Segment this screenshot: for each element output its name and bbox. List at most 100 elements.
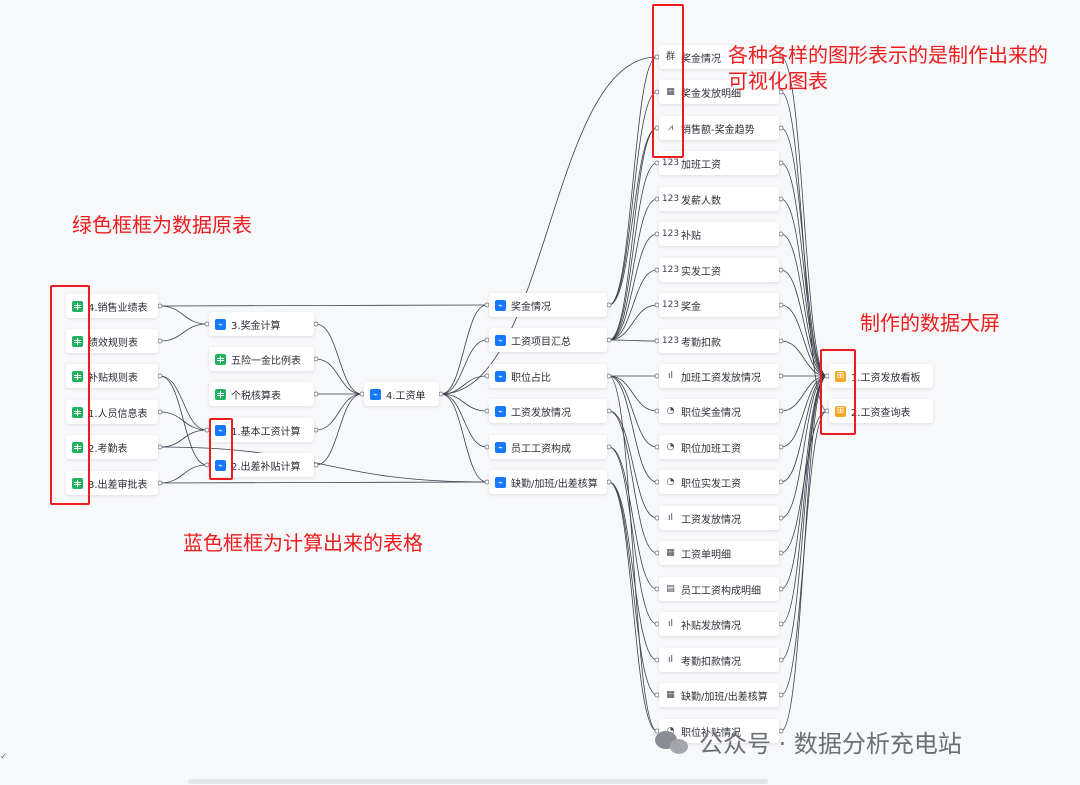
connector-port[interactable]: [313, 321, 319, 327]
connector-port[interactable]: [778, 302, 784, 308]
derived-table-node[interactable]: ⌁工资发放情况: [489, 399, 607, 423]
connector-port[interactable]: [313, 462, 319, 468]
connector-port[interactable]: [778, 444, 784, 450]
source-table-node[interactable]: 4.销售业绩表: [66, 294, 158, 318]
node-label: 补贴规则表: [88, 372, 138, 384]
derived-table-node[interactable]: ⌁工资项目汇总: [489, 328, 607, 352]
connector-port[interactable]: [606, 444, 612, 450]
connector-port[interactable]: [778, 550, 784, 556]
chart-node[interactable]: ⩘销售额-奖金趋势: [659, 116, 779, 140]
connector-port[interactable]: [778, 586, 784, 592]
node-label: 工资发放情况: [681, 514, 741, 526]
connector-port[interactable]: [778, 621, 784, 627]
connector-port[interactable]: [606, 337, 612, 343]
connector-port[interactable]: [778, 231, 784, 237]
connector-port[interactable]: [778, 160, 784, 166]
connector-port[interactable]: [778, 125, 784, 131]
dashboard-node[interactable]: ⊞2.工资查询表: [829, 399, 933, 423]
node-label: 4.工资单: [386, 390, 426, 402]
lineage-link: [608, 304, 658, 341]
chart-node[interactable]: ▤员工工资构成明细: [659, 577, 779, 601]
calc-table-node[interactable]: ⌁1.基本工资计算: [209, 418, 314, 442]
chart-type-icon: 123: [661, 193, 680, 204]
connector-port[interactable]: [778, 657, 784, 663]
chart-node[interactable]: ◔职位奖金情况: [659, 399, 779, 423]
table-icon: [72, 335, 83, 347]
calc-table-node[interactable]: ⌁3.奖金计算: [209, 312, 314, 336]
connector-port[interactable]: [778, 373, 784, 379]
connector-port[interactable]: [157, 373, 163, 379]
derived-table-node[interactable]: ⌁职位占比: [489, 364, 607, 388]
connector-port[interactable]: [778, 54, 784, 60]
chart-type-icon: ıl: [667, 370, 673, 381]
connector-port[interactable]: [778, 728, 784, 734]
connector-port[interactable]: [778, 692, 784, 698]
chart-node[interactable]: ▦缺勤/加班/出差核算: [659, 683, 779, 707]
source-table-node[interactable]: 个税核算表: [209, 382, 314, 406]
chart-node[interactable]: ▦奖金发放明细: [659, 80, 779, 104]
connector-port[interactable]: [778, 479, 784, 485]
source-table-node[interactable]: 绩效规则表: [66, 329, 158, 353]
connector-port[interactable]: [778, 89, 784, 95]
connector-port[interactable]: [157, 480, 163, 486]
connector-port[interactable]: [313, 427, 319, 433]
lineage-link: [780, 127, 828, 377]
lineage-link: [780, 56, 828, 377]
chart-node[interactable]: ▦工资单明细: [659, 541, 779, 565]
lineage-link: [608, 198, 658, 341]
connector-port[interactable]: [157, 444, 163, 450]
connector-port[interactable]: [778, 338, 784, 344]
chart-node[interactable]: ◔职位实发工资: [659, 470, 779, 494]
node-label: 2.考勤表: [88, 443, 128, 455]
connector-port[interactable]: [157, 338, 163, 344]
chart-node[interactable]: ◔职位加班工资: [659, 435, 779, 459]
connector-port[interactable]: [778, 408, 784, 414]
source-table-node[interactable]: 五险一金比例表: [209, 347, 314, 371]
derived-table-node[interactable]: ⌁缺勤/加班/出差核算: [489, 470, 607, 494]
connector-port[interactable]: [313, 391, 319, 397]
connector-port[interactable]: [157, 303, 163, 309]
dashboards-highlight: [820, 349, 856, 435]
node-label: 奖金: [681, 301, 701, 313]
horizontal-scrollbar[interactable]: [188, 779, 768, 784]
node-label: 职位补贴情况: [681, 727, 741, 739]
connector-port[interactable]: [778, 515, 784, 521]
connector-port[interactable]: [313, 356, 319, 362]
connector-port[interactable]: [606, 479, 612, 485]
payroll-node[interactable]: ⌁4.工资单: [364, 382, 439, 406]
connector-port[interactable]: [606, 302, 612, 308]
table-icon: [72, 441, 83, 453]
source-table-node[interactable]: 补贴规则表: [66, 364, 158, 388]
chart-type-icon: ıl: [667, 654, 673, 665]
lineage-link: [780, 375, 828, 483]
lineage-link: [780, 375, 828, 625]
connector-port[interactable]: [778, 196, 784, 202]
connector-port[interactable]: [778, 267, 784, 273]
connector-port[interactable]: [606, 408, 612, 414]
derived-table-node[interactable]: ⌁奖金情况: [489, 293, 607, 317]
connector-port[interactable]: [438, 391, 444, 397]
node-label: 个税核算表: [231, 390, 281, 402]
source-table-node[interactable]: 3.出差审批表: [66, 471, 158, 495]
chart-node[interactable]: 群奖金情况: [659, 45, 779, 69]
dashboard-node[interactable]: ⊞1.工资发放看板: [829, 364, 933, 388]
derived-table-node[interactable]: ⌁员工工资构成: [489, 435, 607, 459]
connector-port[interactable]: [606, 373, 612, 379]
source-table-node[interactable]: 1.人员信息表: [66, 400, 158, 424]
source-table-node[interactable]: 2.考勤表: [66, 435, 158, 459]
connector-port[interactable]: [157, 409, 163, 415]
node-label: 绩效规则表: [88, 337, 138, 349]
calc-table-node[interactable]: ⌁2.出差补贴计算: [209, 453, 314, 477]
